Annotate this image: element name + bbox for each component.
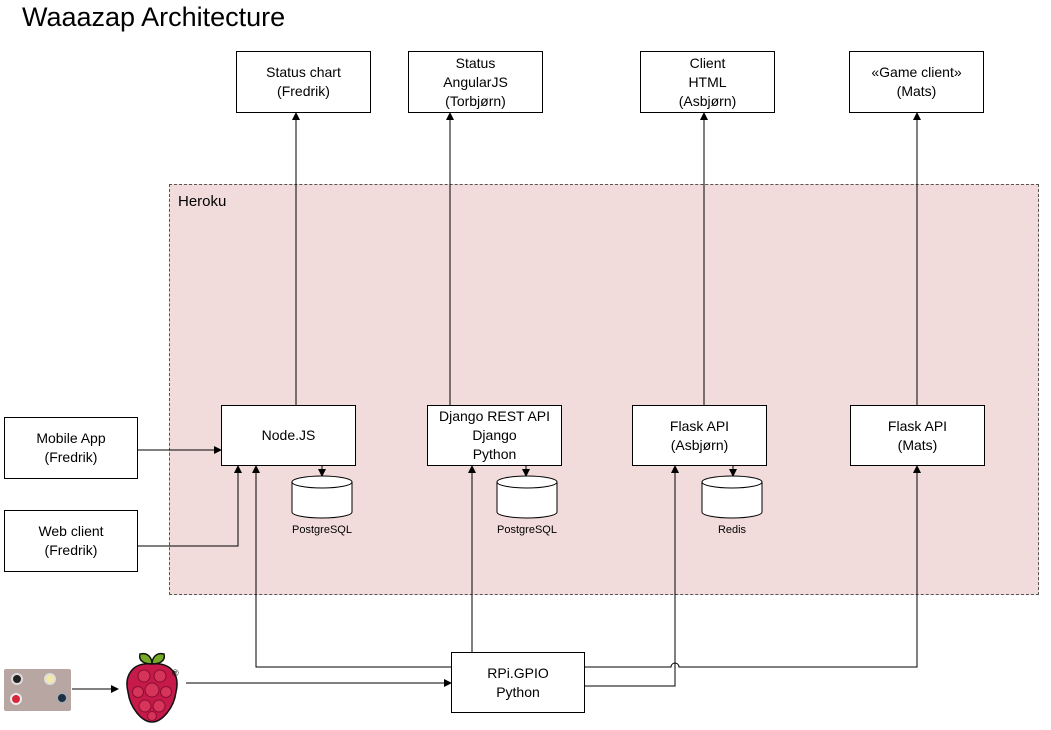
box-line: RPi.GPIO: [487, 664, 549, 681]
box-line: (Fredrik): [44, 542, 98, 558]
box-line: Mobile App: [36, 430, 106, 446]
yellow-button-icon: [44, 673, 56, 685]
trademark-symbol: ®: [172, 668, 179, 678]
django-service-box: Django REST API Django Python: [427, 405, 562, 466]
postgresql-db-label-nodejs: PostgreSQL: [292, 524, 352, 536]
flask-mats-service-box: Flask API (Mats): [850, 405, 985, 466]
game-client-box: «Game client» (Mats): [849, 51, 984, 113]
arrow-web-to-nodejs: [138, 465, 242, 547]
mobile-app-box: Mobile App (Fredrik): [4, 417, 138, 479]
box-line: Client: [689, 54, 726, 71]
postgresql-db-icon-nodejs: [291, 475, 353, 519]
client-html-box: Client HTML (Asbjørn): [640, 51, 775, 113]
raspberry-pi-logo-icon: [126, 652, 178, 723]
heroku-region-label: Heroku: [178, 193, 227, 210]
box-line: Python: [496, 683, 540, 700]
arrow-gpio-to-flask-asbjorn: [585, 465, 679, 687]
status-angularjs-box: Status AngularJS (Torbjørn): [408, 51, 543, 113]
black-button-icon: [11, 673, 23, 685]
rpi-gpio-box: RPi.GPIO Python: [451, 652, 585, 713]
box-line: Django: [472, 427, 517, 443]
box-line: Python: [472, 446, 517, 462]
nodejs-service-box: Node.JS: [221, 405, 356, 466]
box-line: Django REST API: [438, 408, 551, 424]
diagram-title: Waaazap Architecture: [22, 2, 286, 32]
box-line: Node.JS: [261, 427, 316, 443]
box-line: (Mats): [896, 83, 937, 99]
button-panel-icon: [4, 669, 71, 711]
box-line: «Game client»: [871, 64, 962, 80]
redis-db-label: Redis: [717, 524, 747, 536]
box-line: Status: [455, 54, 496, 71]
heroku-region: Heroku: [169, 184, 1039, 595]
box-line: (Asbjørn): [670, 436, 729, 453]
box-line: Web client: [38, 523, 104, 539]
blue-button-icon: [56, 692, 68, 704]
red-button-icon: [10, 693, 22, 705]
web-client-box: Web client (Fredrik): [4, 510, 138, 572]
box-line: (Fredrik): [277, 83, 330, 99]
postgresql-db-icon-django: [496, 475, 558, 519]
status-chart-box: Status chart (Fredrik): [236, 51, 371, 113]
box-line: Flask API: [887, 417, 948, 434]
box-line: (Mats): [897, 436, 938, 453]
box-line: (Asbjørn): [678, 92, 737, 109]
box-line: HTML: [688, 73, 727, 90]
arrow-gpio-to-nodejs: [252, 465, 451, 668]
box-line: Status chart: [266, 64, 341, 80]
redis-db-icon: [701, 475, 763, 519]
box-line: (Fredrik): [44, 449, 98, 465]
arrow-gpio-to-flask-mats: [585, 465, 921, 668]
postgresql-db-label-django: PostgreSQL: [497, 524, 557, 536]
flask-asbjorn-service-box: Flask API (Asbjørn): [632, 405, 767, 466]
box-line: (Torbjørn): [445, 92, 506, 109]
box-line: AngularJS: [443, 73, 508, 90]
box-line: Flask API: [669, 417, 730, 434]
